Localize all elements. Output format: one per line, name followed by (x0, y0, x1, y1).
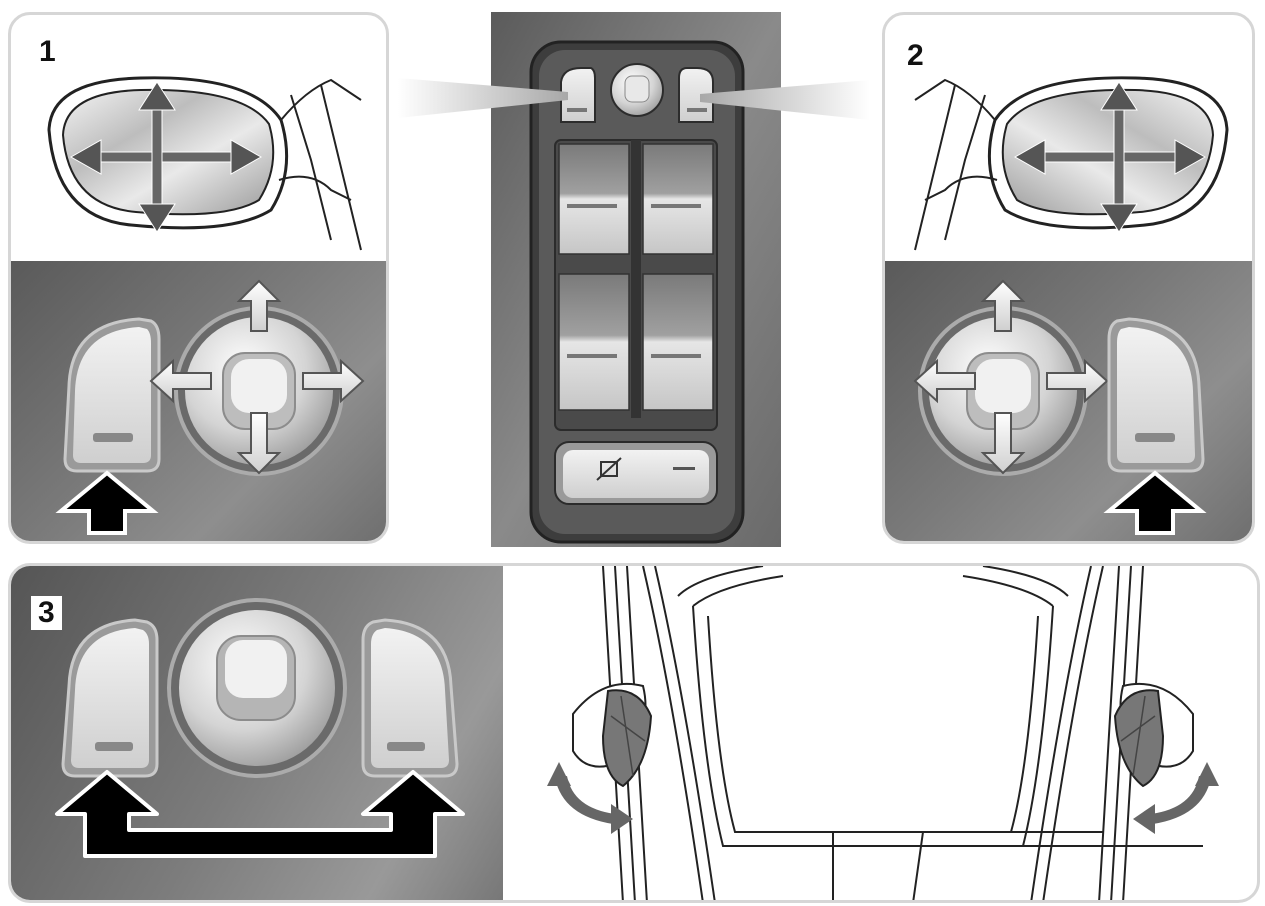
four-way-arrows (1013, 81, 1207, 233)
four-way-arrows (69, 81, 263, 233)
right-mirror-select-button[interactable] (1107, 317, 1205, 473)
mirror-joystick[interactable] (167, 598, 347, 778)
left-mirror-select-button[interactable] (63, 317, 161, 473)
window-switches[interactable] (554, 139, 718, 431)
left-mirror-illustration (47, 76, 362, 251)
dual-press-arrows (55, 770, 465, 858)
mirror-joystick[interactable] (174, 306, 344, 476)
highlight-beam-right (700, 80, 870, 120)
highlight-beam-left (398, 78, 568, 118)
panel-2: 2 (882, 12, 1255, 544)
folding-mirrors-illustration (547, 566, 1219, 900)
panel-number: 3 (31, 596, 62, 630)
joystick-direction-arrows (913, 279, 1109, 475)
right-mirror-illustration (914, 76, 1229, 251)
window-lock-icon (596, 457, 622, 481)
right-mirror-select-button[interactable] (361, 618, 459, 778)
panel-number: 1 (39, 35, 56, 68)
control-area (11, 261, 386, 541)
joystick-direction-arrows (149, 279, 365, 475)
top-mirror-controls (560, 63, 714, 123)
panel-3: 3 (8, 563, 1260, 903)
control-area (885, 261, 1252, 541)
panel-number: 2 (907, 39, 924, 72)
fold-arrow-icon (547, 762, 633, 834)
press-arrow (55, 470, 159, 535)
press-arrow (1103, 470, 1207, 535)
fold-arrow-icon (1133, 762, 1219, 834)
panel-1: 1 (8, 12, 389, 544)
control-area: 3 (11, 566, 503, 900)
left-mirror-folding (547, 682, 653, 834)
right-mirror-folding (1113, 682, 1219, 834)
left-mirror-select-button[interactable] (61, 618, 159, 778)
window-lock-button[interactable] (554, 441, 718, 505)
